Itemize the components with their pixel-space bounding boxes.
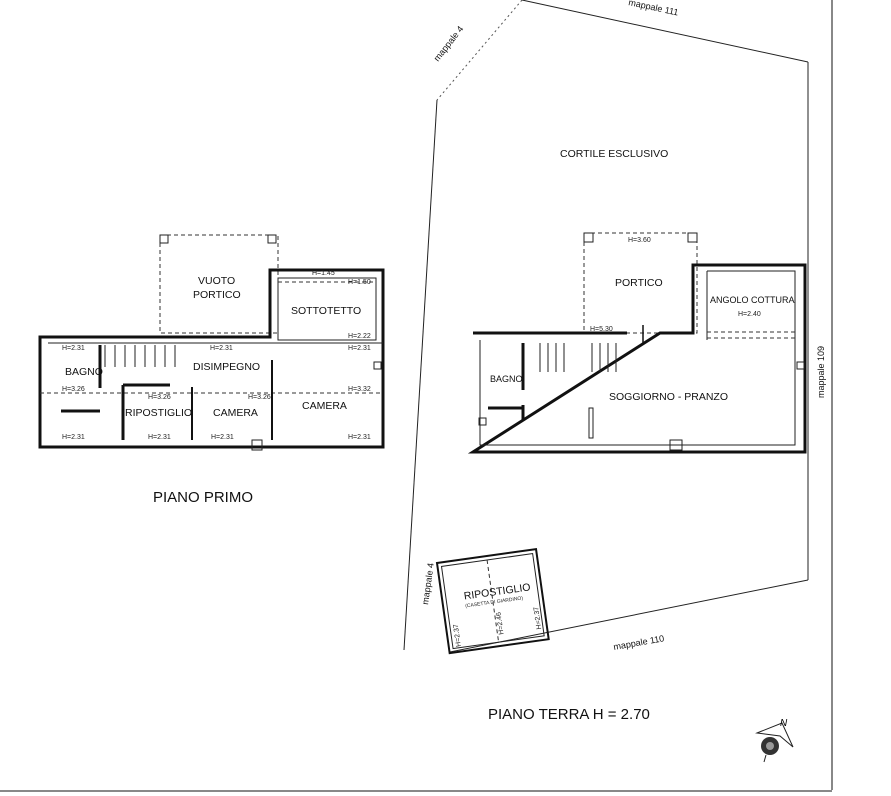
height-label: H=2.37 [533,606,543,630]
label-mappale-110: mappale 110 [613,633,665,652]
ground-floor-title: PIANO TERRA H = 2.70 [488,706,650,723]
height-label: H=1.50 [348,279,371,286]
label-mappale-109: mappale 109 [816,346,826,398]
label-mappale-4-top: mappale 4 [432,24,466,63]
label-mappale-111: mappale 111 [628,0,680,18]
ground-floor-plan [467,232,807,454]
room-camera-1: CAMERA [213,407,258,419]
room-bagno-2: BAGNO [490,374,523,384]
room-sottotetto: SOTTOTETTO [291,305,361,317]
height-label: H=2.37 [453,624,463,648]
garden-shed: RIPOSTIGLIO (CASETTA DI GIARDINO) H=2.37… [435,547,550,655]
height-label: H=2.31 [348,345,371,352]
height-label: H=5.30 [590,326,613,333]
room-vuoto-1: VUOTO [198,275,235,287]
label-mappale-4-bottom: mappale 4 [420,562,436,605]
room-angolo-cottura: ANGOLO COTTURA [710,295,795,305]
courtyard-label: CORTILE ESCLUSIVO [560,148,668,160]
height-label: H=2.31 [210,345,233,352]
room-camera-2: CAMERA [302,400,347,412]
height-label: H=3.26 [148,394,171,401]
height-label: H=2.31 [62,434,85,441]
room-bagno-1: BAGNO [65,366,103,378]
vuoto-portico-outline [159,234,279,334]
height-label: H=2.40 [738,311,761,318]
room-portico: PORTICO [615,277,663,289]
room-ripostiglio-1: RIPOSTIGLIO [125,407,192,419]
height-label: H=3.26 [62,386,85,393]
first-floor-plan [38,234,385,451]
room-soggiorno-pranzo: SOGGIORNO - PRANZO [609,391,728,403]
height-label: H=3.60 [628,237,651,244]
north-compass-icon: N [755,718,794,763]
height-label: H=2.31 [62,345,85,352]
compass-north-label: N [780,718,788,729]
room-disimpegno: DISIMPEGNO [193,361,260,373]
room-vuoto-2: PORTICO [193,289,241,301]
height-label: H=1.45 [312,270,335,277]
height-label: H=2.31 [211,434,234,441]
height-label: H=3.26 [248,394,271,401]
first-floor-title: PIANO PRIMO [153,489,253,506]
height-label: H=2.31 [148,434,171,441]
lot-boundary [403,0,809,653]
height-label: H=3.32 [348,386,371,393]
height-label: H=2.46 [495,611,505,635]
height-label: H=2.31 [348,434,371,441]
height-label: H=2.22 [348,333,371,340]
